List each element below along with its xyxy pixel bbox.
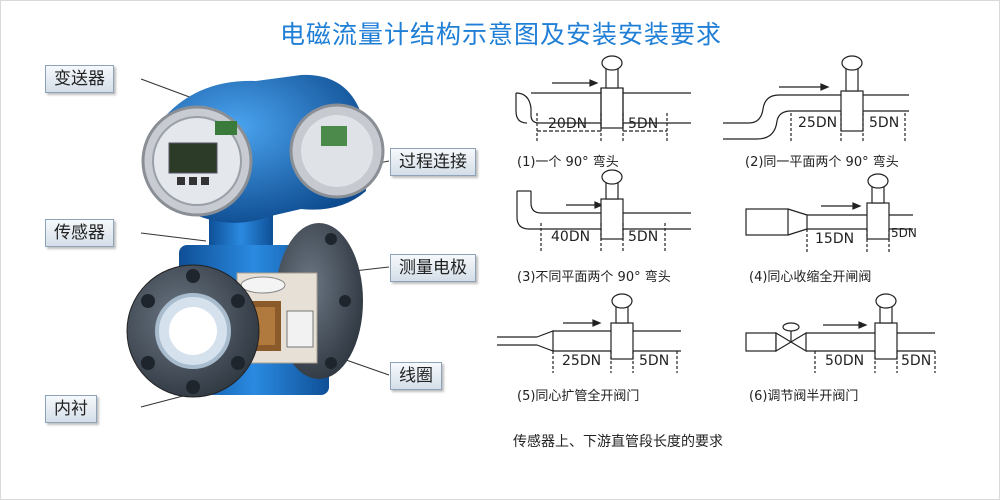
diagram-4-up: 15DN bbox=[815, 231, 854, 247]
install-diagram-3 bbox=[517, 170, 691, 253]
diagram-5-down: 5DN bbox=[639, 353, 669, 369]
requirements-footer: 传感器上、下游直管段长度的要求 bbox=[513, 431, 723, 451]
diagram-6-up: 50DN bbox=[825, 353, 864, 369]
diagram-2-caption: (2)同一平面两个 90° 弯头 bbox=[745, 151, 899, 170]
diagram-4-caption: (4)同心收缩全开闸阀 bbox=[749, 266, 871, 285]
diagram-6-caption: (6)调节阀半开阀门 bbox=[749, 385, 858, 404]
diagram-6-down: 5DN bbox=[901, 353, 931, 369]
diagram-3-caption: (3)不同平面两个 90° 弯头 bbox=[517, 266, 671, 285]
diagram-1-caption: (1)一个 90° 弯头 bbox=[517, 151, 619, 170]
install-diagram-1 bbox=[516, 56, 691, 143]
diagram-2-down: 5DN bbox=[869, 115, 899, 131]
diagram-3-up: 40DN bbox=[551, 229, 590, 245]
diagram-5-caption: (5)同心扩管全开阀门 bbox=[517, 385, 639, 404]
diagram-3-down: 5DN bbox=[628, 229, 658, 245]
diagram-1-down: 5DN bbox=[628, 116, 658, 132]
diagram-1-up: 20DN bbox=[548, 116, 587, 132]
diagram-5-up: 25DN bbox=[562, 353, 601, 369]
diagram-2-up: 25DN bbox=[798, 115, 837, 131]
diagram-4-down: 5DN bbox=[891, 226, 917, 240]
